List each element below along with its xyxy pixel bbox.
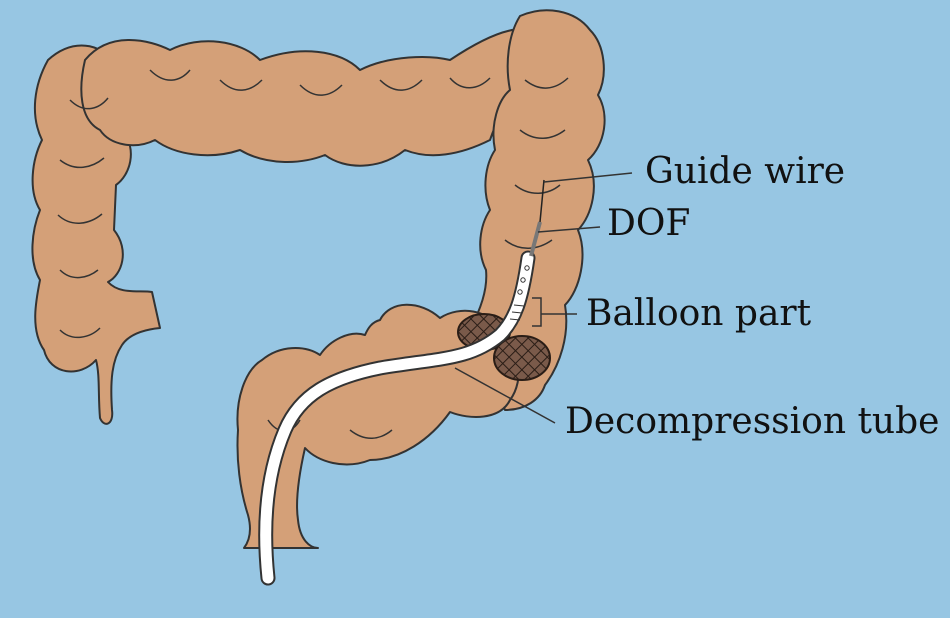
balloon-lower xyxy=(493,335,551,381)
guide-wire-leader xyxy=(543,172,633,183)
label-guide-wire: Guide wire xyxy=(645,151,846,192)
label-dof: DOF xyxy=(607,203,691,244)
haustra-folds xyxy=(57,69,569,439)
label-balloon-part: Balloon part xyxy=(586,293,812,334)
colon-illustration xyxy=(31,9,606,549)
label-decompression-tube: Decompression tube xyxy=(565,401,940,442)
dof-segment xyxy=(529,221,542,257)
balloon-bracket xyxy=(532,297,542,327)
leader-lines xyxy=(454,172,633,424)
tube-leader xyxy=(454,367,556,424)
transverse-colon xyxy=(80,28,546,167)
dof-leader xyxy=(537,226,601,233)
decompression-tube-icon xyxy=(258,250,536,586)
guide-wire-icon xyxy=(539,179,545,223)
descending-colon xyxy=(469,9,606,411)
